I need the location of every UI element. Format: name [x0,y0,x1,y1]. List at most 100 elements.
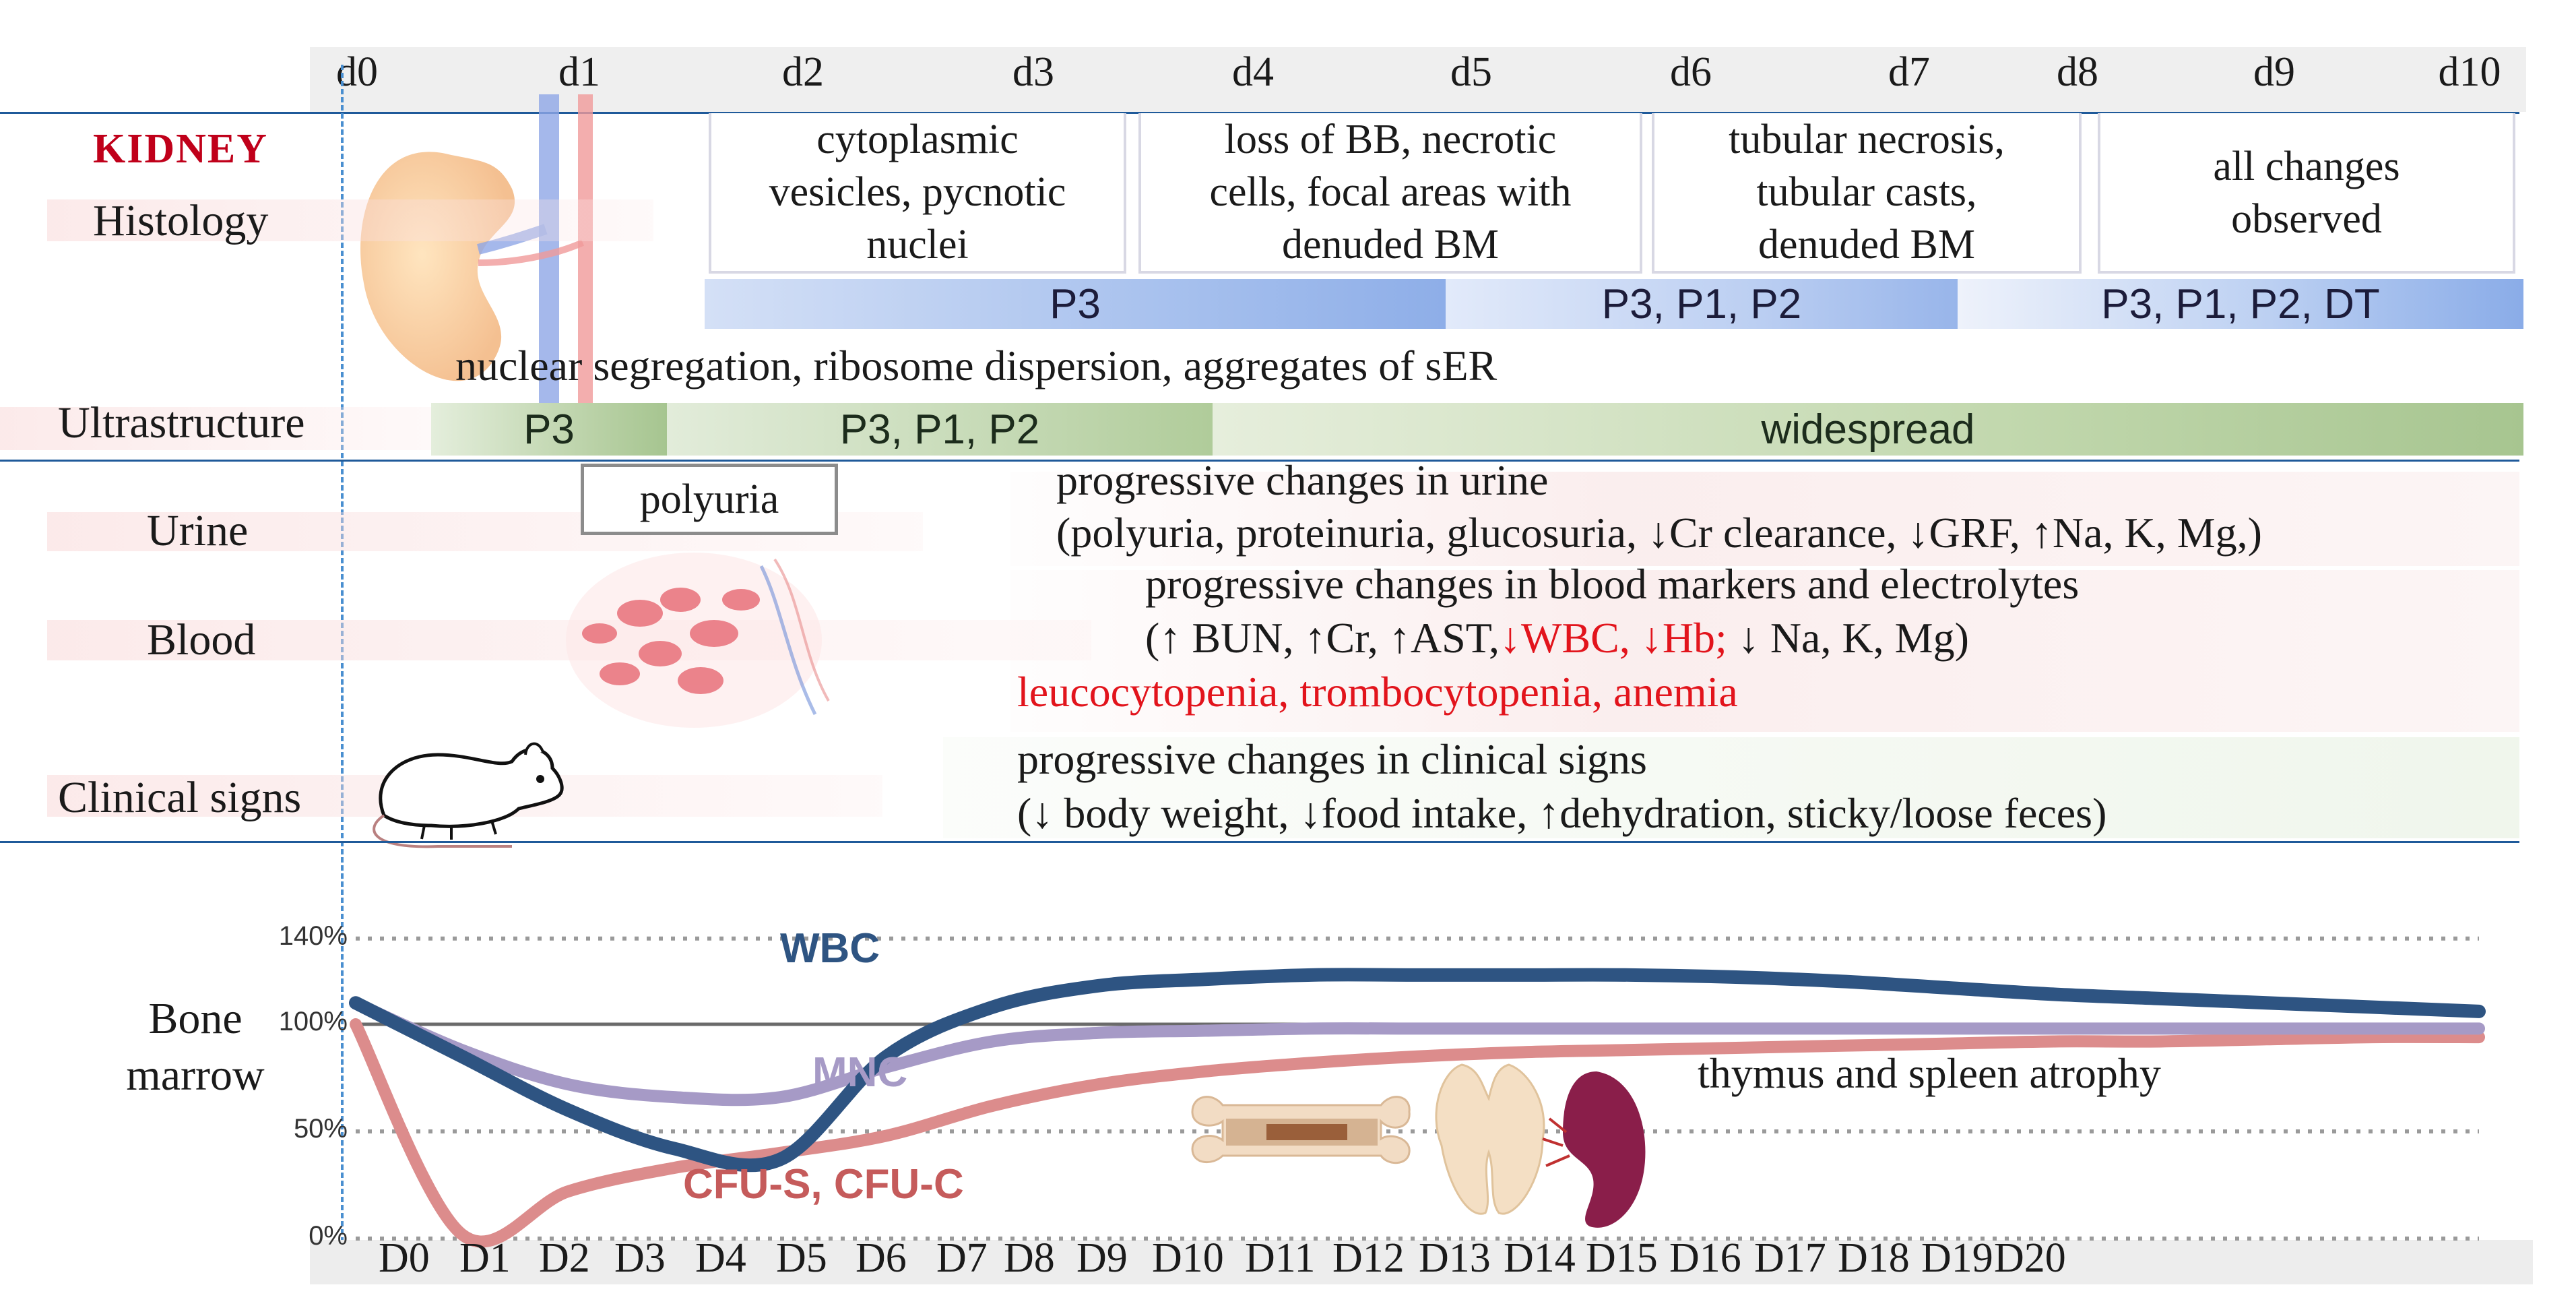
blood-line-1: progressive changes in blood markers and… [1145,560,2080,608]
x-tick-label-D6: D6 [856,1235,907,1281]
y-tick-label: 100% [278,1007,348,1036]
timeline-day-d9: d9 [2253,49,2295,95]
cfu-series-line [350,1018,2485,1248]
histology-box-4-line: observed [2231,196,2382,242]
thymus-spleen-annotation: thymus and spleen atrophy [1698,1049,2161,1097]
cfu-series-label: CFU-S, CFU-C [683,1161,964,1208]
histology-box-2: loss of BB, necrotic cells, focal areas … [1138,113,1642,274]
ultrastructure-arrow-band [0,407,445,450]
day-axis-bar [310,1240,2533,1284]
urine-line-1: progressive changes in urine [1056,456,1549,504]
x-tick-label-D10: D10 [1152,1235,1224,1281]
clinical-label: Clinical signs [58,773,302,822]
ultrastructure-divider [0,460,2519,462]
x-tick-label-D7: D7 [936,1235,988,1281]
histology-box-1-line: nuclei [866,222,969,268]
x-tick-label-D14: D14 [1504,1235,1576,1281]
x-tick-label-D16: D16 [1669,1235,1741,1281]
histology-box-2-line: denuded BM [1281,222,1500,268]
segment-bar-p3-p1-p2: P3, P1, P2 [1446,279,1958,329]
polyuria-box: polyuria [581,464,838,535]
blood-line-2-suffix: ↓ Na, K, Mg) [1727,614,1969,662]
histology-arrow-band [47,199,653,241]
x-tick-label-D12: D12 [1332,1235,1405,1281]
histology-box-2-line: cells, focal areas with [1209,169,1572,215]
y-tick-label: 140% [278,921,348,951]
bone-marrow-label: Bone marrow [101,991,290,1104]
y-tick-label: 50% [293,1114,348,1144]
x-tick-label-D8: D8 [1004,1235,1055,1281]
ultrastructure-bar-p3-p1-p2: P3, P1, P2 [667,403,1213,456]
ultrastructure-bar-widespread-label: widespread [1761,406,1975,453]
x-tick-label-D9: D9 [1076,1235,1128,1281]
timeline-day-d4: d4 [1232,49,1274,95]
x-tick-label-D17: D17 [1754,1235,1826,1281]
x-tick-label-D11: D11 [1245,1235,1316,1281]
segment-bar-p3-label: P3 [1050,280,1101,328]
blood-cells-illustration [566,553,830,728]
timeline-day-d8: d8 [2057,49,2098,95]
x-tick-label-D2: D2 [539,1235,590,1281]
segment-bar-p3-p1-p2-label: P3, P1, P2 [1601,280,1802,328]
x-tick-label-D20: D20 [1994,1235,2066,1281]
ultrastructure-bar-p3-p1-p2-label: P3, P1, P2 [839,406,1040,453]
histology-box-3: tubular necrosis, tubular casts, denuded… [1652,113,2082,274]
wbc-series-label: WBC [780,925,880,972]
bone-illustration [1191,1096,1411,1164]
kidney-title: KIDNEY [93,126,269,172]
x-tick-label-D13: D13 [1419,1235,1491,1281]
ultrastructure-description: nuclear segregation, ribosome dispersion… [455,342,1498,389]
histology-box-4-line: all changes [2213,144,2400,189]
blood-line-3: leucocytopenia, trombocytopenia, anemia [1017,668,1738,716]
wbc-series-line [349,968,2486,1173]
blood-line-2: (↑ BUN, ↑Cr, ↑AST,↓WBC, ↓Hb; ↓ Na, K, Mg… [1145,613,1969,663]
blood-label: Blood [147,615,256,664]
mnc-series-label: MNC [812,1049,908,1096]
clinical-divider [0,841,2519,843]
bone-marrow-label-line2: marrow [126,1051,265,1100]
clinical-line-1: progressive changes in clinical signs [1017,735,1647,783]
histology-box-3-line: tubular necrosis, [1729,117,2005,162]
x-tick-label-D15: D15 [1586,1235,1658,1281]
histology-box-1-line: vesicles, pycnotic [769,169,1066,215]
histology-box-1: cytoplasmic vesicles, pycnotic nuclei [709,113,1126,274]
histology-label: Histology [93,196,269,245]
timeline-day-d5: d5 [1450,49,1492,95]
spleen-illustration [1542,1071,1646,1228]
x-tick-label-D18: D18 [1838,1235,1910,1281]
histology-box-4: all changes observed [2098,113,2515,274]
ultrastructure-label: Ultrastructure [58,398,305,447]
clinical-line-2: (↓ body weight, ↓food intake, ↑dehydrati… [1017,789,2107,837]
histology-box-3-line: tubular casts, [1756,169,1977,215]
timeline-day-d3: d3 [1012,49,1054,95]
ultrastructure-bar-widespread: widespread [1213,403,2523,456]
timeline-day-d2: d2 [782,49,824,95]
timeline-day-d1: d1 [558,49,600,95]
x-tick-label-D1: D1 [459,1235,511,1281]
x-tick-label-D19: D19 [1921,1235,1993,1281]
mouse-illustration [373,742,564,848]
x-tick-label-D4: D4 [695,1235,746,1281]
clinical-band [943,737,2519,838]
thymus-illustration [1435,1063,1545,1215]
header-divider [0,112,2519,114]
timeline-day-d6: d6 [1670,49,1712,95]
x-tick-label-D3: D3 [614,1235,666,1281]
urine-band [1010,472,2519,566]
segment-bar-p3-p1-p2-dt-label: P3, P1, P2, DT [2101,280,2380,328]
timeline-bar [310,47,2526,112]
x-tick-label-D0: D0 [379,1235,430,1281]
histology-box-1-line: cytoplasmic [816,117,1019,162]
timeline-day-d7: d7 [1888,49,1930,95]
histology-box-3-line: denuded BM [1758,222,1976,268]
urine-label: Urine [147,506,249,555]
histology-box-2-line: loss of BB, necrotic [1224,117,1557,162]
y-tick-label: 0% [309,1221,348,1251]
x-tick-label-D5: D5 [776,1235,827,1281]
urine-line-2: (polyuria, proteinuria, glucosuria, ↓Cr … [1056,509,2262,557]
blood-line-2-prefix: (↑ BUN, ↑Cr, ↑AST, [1145,614,1500,662]
timeline-day-d10: d10 [2438,49,2501,95]
ultrastructure-bar-p3-label: P3 [523,406,575,453]
segment-bar-p3-p1-p2-dt: P3, P1, P2, DT [1958,279,2523,329]
